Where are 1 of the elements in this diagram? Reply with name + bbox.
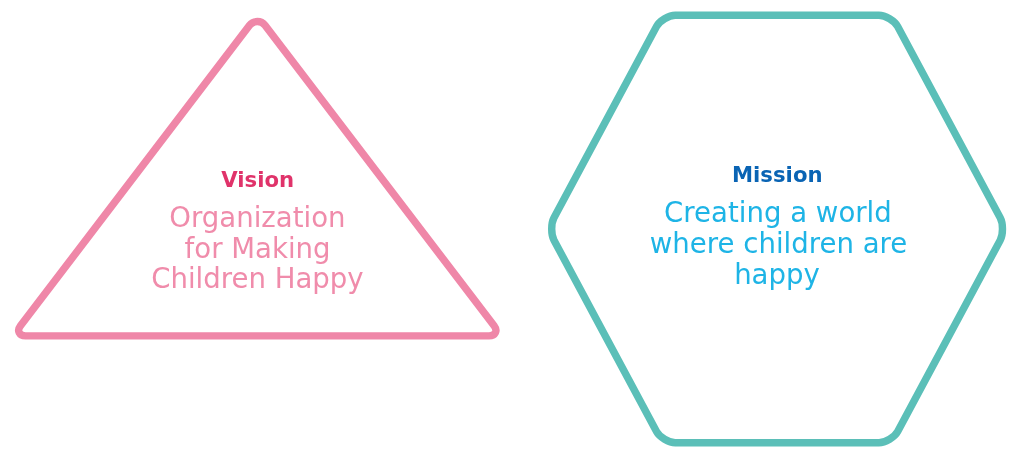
node-circle: Mission Creating a world where children are happy	[548, 11, 1007, 447]
